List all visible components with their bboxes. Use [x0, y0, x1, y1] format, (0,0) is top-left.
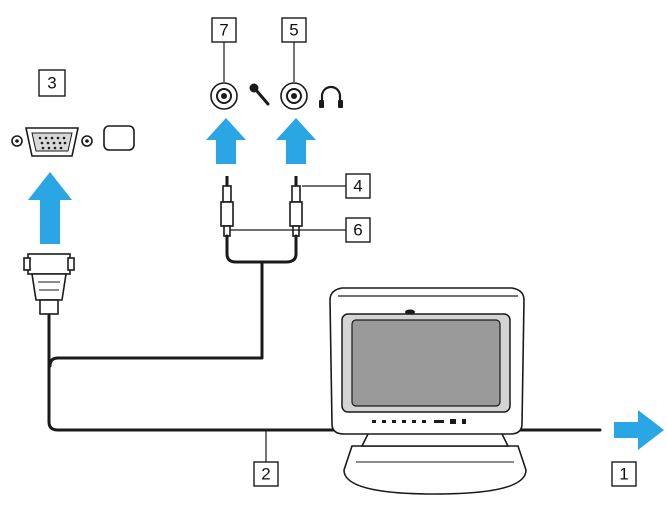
callout-3: 3	[38, 69, 66, 97]
callout-3-label: 3	[47, 74, 56, 93]
callout-4: 4	[345, 173, 371, 199]
mic-plug-icon	[220, 176, 234, 237]
callout-1: 1	[611, 461, 637, 487]
callout-7-label: 7	[219, 21, 228, 40]
callout-5-label: 5	[289, 21, 298, 40]
callout-4-label: 4	[353, 177, 362, 196]
vga-plug-icon	[23, 253, 75, 322]
vga-arrow-icon	[28, 172, 72, 244]
microphone-icon	[249, 83, 270, 106]
callout-5: 5	[281, 17, 307, 43]
monitor-port-icon	[103, 125, 135, 151]
callout-7: 7	[211, 17, 237, 43]
callout-2-label: 2	[261, 465, 270, 484]
callout-6: 6	[345, 217, 371, 243]
vga-port-icon	[11, 127, 93, 157]
callout-6-label: 6	[353, 221, 362, 240]
headphone-plug-icon	[289, 176, 303, 237]
crt-monitor-icon	[329, 287, 527, 495]
callout-1-label: 1	[619, 465, 628, 484]
headphones-icon	[319, 85, 343, 108]
headphone-arrow-icon	[276, 118, 316, 164]
audio-cable	[225, 234, 298, 264]
mic-jack-icon	[210, 82, 238, 110]
output-arrow-icon	[614, 410, 664, 450]
vga-cable	[47, 320, 342, 432]
headphone-jack-icon	[280, 82, 308, 110]
mic-arrow-icon	[206, 118, 246, 164]
audio-cable-trunk	[48, 260, 264, 368]
callout-2: 2	[253, 461, 279, 487]
